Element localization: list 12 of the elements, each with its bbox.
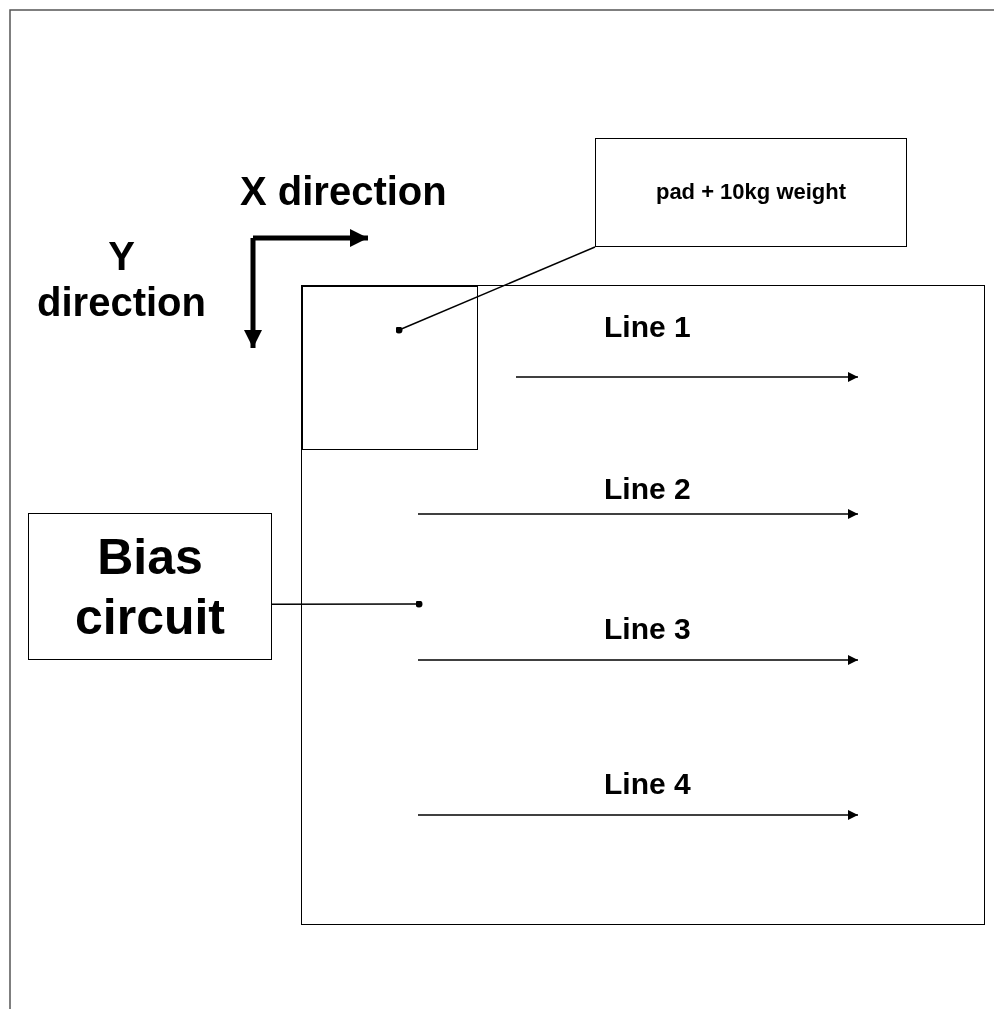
line-label: Line 1	[604, 310, 691, 345]
pad-area-square	[302, 286, 478, 450]
text-box: pad + 10kg weight	[595, 138, 907, 247]
text-box: Bias circuit	[28, 513, 272, 660]
leader-line	[271, 600, 423, 608]
sample-area-square	[301, 285, 985, 925]
leader-line	[395, 246, 596, 334]
line-label: Line 4	[604, 767, 691, 802]
line-label: Line 2	[604, 472, 691, 507]
axis-label: Y direction	[36, 233, 207, 325]
axis-label: X direction	[240, 168, 447, 214]
line-label: Line 3	[604, 612, 691, 647]
